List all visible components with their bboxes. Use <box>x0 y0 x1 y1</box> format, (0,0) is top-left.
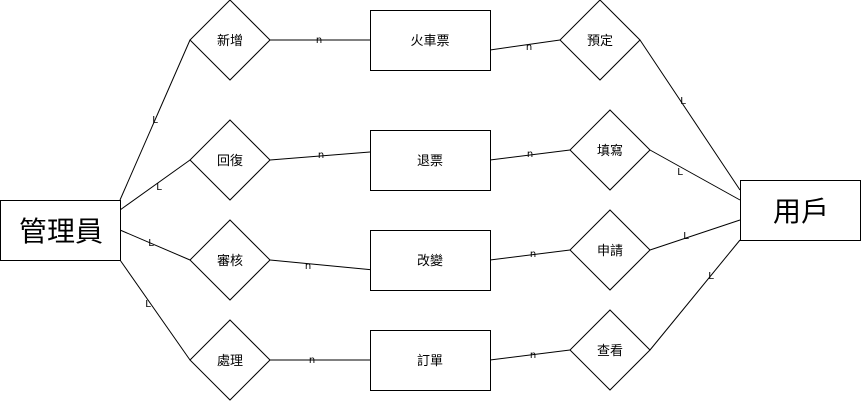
entity-order-label: 訂單 <box>417 353 443 369</box>
edge-view-user <box>649 239 741 351</box>
relation-add-label: 新增 <box>217 33 243 49</box>
entity-change <box>370 230 491 291</box>
edge-review-change <box>269 259 375 271</box>
entity-admin <box>0 200 121 261</box>
edge-admin-handle <box>119 259 191 361</box>
card-handle-order: n <box>309 355 315 366</box>
edge-admin-review <box>119 229 191 261</box>
relation-reply <box>189 119 271 201</box>
card-review-change: n <box>305 261 311 272</box>
edge-ticket-reserve <box>489 39 561 51</box>
relation-handle-label: 處理 <box>217 354 243 369</box>
card-refund-fill: n <box>527 149 533 160</box>
card-reply-refund: n <box>318 150 324 161</box>
card-reserve-user: L <box>680 96 686 107</box>
relation-fill-in <box>569 109 651 191</box>
relation-reply-label: 回復 <box>217 153 243 169</box>
relation-fill-in-label: 填寫 <box>597 143 623 159</box>
card-admin-handle: L <box>145 299 151 310</box>
edge-refund-fill <box>489 149 571 161</box>
entity-train-ticket-label: 火車票 <box>410 34 449 49</box>
entity-change-label: 改變 <box>417 253 443 269</box>
entity-refund-label: 退票 <box>417 154 443 169</box>
entity-admin-label: 管理員 <box>19 215 103 248</box>
card-ticket-reserve: n <box>526 42 532 53</box>
edge-admin-reply <box>119 159 191 211</box>
entity-user-label: 用戶 <box>773 195 829 228</box>
edge-fill-user <box>649 149 741 201</box>
card-admin-review: L <box>148 238 154 249</box>
entity-user <box>740 180 861 241</box>
card-fill-user: L <box>677 167 683 178</box>
entity-refund <box>370 130 491 191</box>
card-order-view: n <box>530 350 536 361</box>
relation-apply-label: 申請 <box>597 244 623 259</box>
edge-admin-add <box>119 39 191 201</box>
edge-order-view <box>489 349 571 361</box>
edge-reply-refund <box>269 151 371 161</box>
edge-apply-user <box>649 219 741 251</box>
card-admin-add: L <box>152 115 158 126</box>
relation-view-label: 查看 <box>597 343 623 359</box>
relation-reserve-label: 預定 <box>587 34 613 49</box>
entity-order <box>370 330 491 391</box>
card-admin-reply: L <box>156 182 162 193</box>
card-add-ticket: n <box>316 35 322 46</box>
edge-change-apply <box>489 249 571 261</box>
card-change-apply: n <box>530 249 536 260</box>
relation-handle <box>189 319 271 401</box>
card-apply-user: L <box>683 231 689 242</box>
entity-train-ticket <box>370 10 491 71</box>
relation-reserve <box>559 0 641 81</box>
relation-review-label: 審核 <box>217 254 243 269</box>
relation-review <box>189 219 271 301</box>
card-view-user: L <box>708 271 714 282</box>
relation-view <box>569 309 651 391</box>
relation-apply <box>569 209 651 291</box>
relation-add <box>189 0 271 81</box>
edge-reserve-user <box>639 39 741 191</box>
